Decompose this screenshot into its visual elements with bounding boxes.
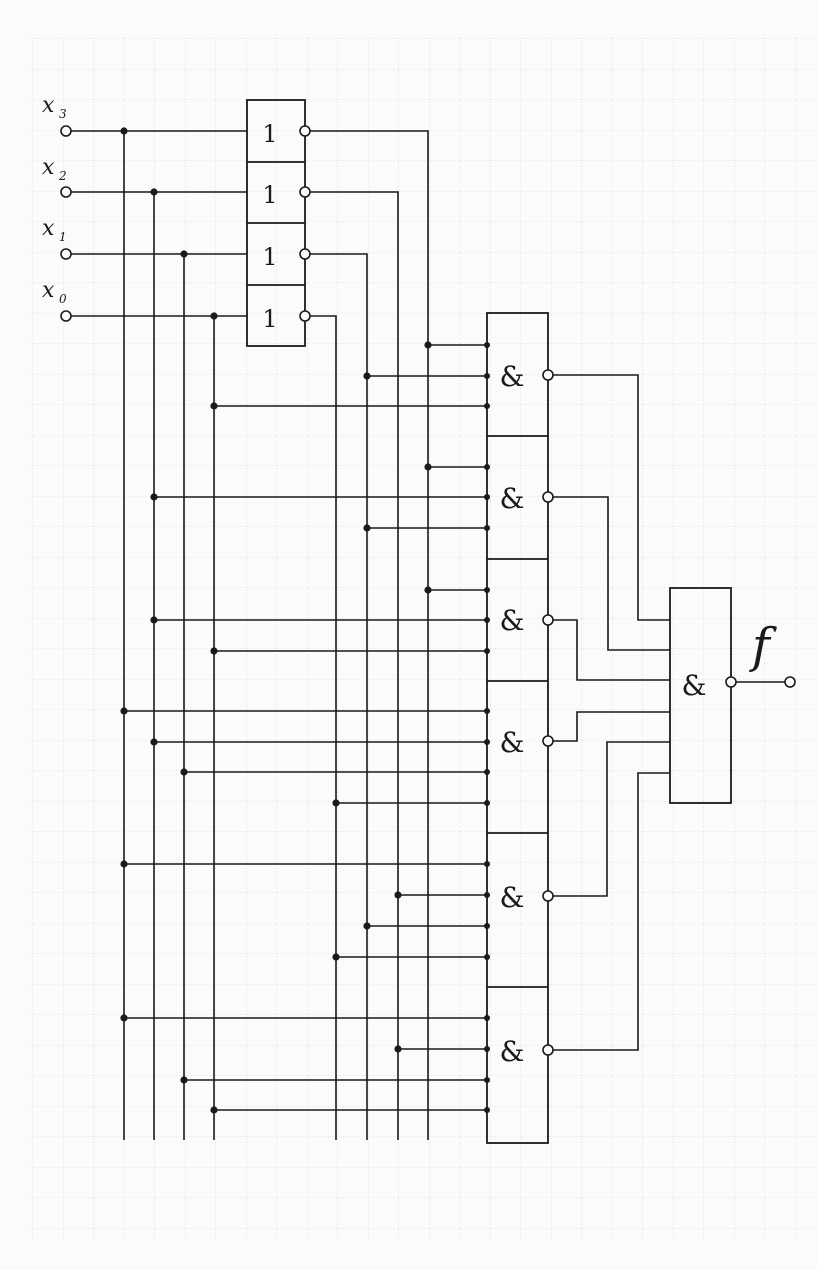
and-gate-input-wires: [124, 344, 487, 1111]
input-x2-label: x: [42, 155, 55, 180]
direct-bus-lines: [123, 131, 215, 1140]
and-gate-3-output-bubble: [542, 614, 554, 626]
inverter-x2-output-bubble: [299, 186, 311, 198]
and-gate-6-output-bubble: [542, 1044, 554, 1056]
inverter-x2-symbol: 1: [262, 181, 277, 209]
input-x0: x 0: [42, 278, 72, 322]
grid-paper: [30, 35, 817, 1240]
input-x1-label: x: [42, 216, 55, 241]
input-x1-subscript: 1: [59, 230, 67, 244]
and-gates-body: [486, 312, 549, 1144]
final-and-gate: &: [669, 587, 737, 804]
and-gate-2-output-bubble: [542, 491, 554, 503]
and-gate-2-symbol: &: [500, 482, 525, 515]
and-gate-6-symbol: &: [500, 1035, 525, 1068]
and-output-routing: [553, 374, 670, 1051]
input-x3-label: x: [42, 93, 55, 118]
and-gate-3-symbol: &: [500, 604, 525, 637]
inverter-x1-symbol: 1: [262, 243, 277, 271]
input-x0-subscript: 0: [59, 292, 67, 306]
input-wires: [71, 130, 247, 317]
junction-dots: [120, 127, 490, 1114]
inverter-x3-output-bubble: [299, 125, 311, 137]
final-and-gate-symbol: &: [682, 669, 707, 702]
input-x1-terminal: [60, 248, 72, 260]
and-gate-4-symbol: &: [500, 726, 525, 759]
and-gate-5-symbol: &: [500, 881, 525, 914]
final-and-gate-body: [669, 587, 732, 804]
input-x1: x 1: [42, 216, 72, 260]
input-x2-terminal: [60, 186, 72, 198]
and-gate-4-output-bubble: [542, 735, 554, 747]
output-f-terminal: [784, 676, 796, 688]
and-gate-column: & & & & & &: [486, 312, 554, 1144]
and-gate-1-output-bubble: [542, 369, 554, 381]
inverter-block: 1 1 1 1: [246, 99, 311, 347]
input-x3: x 3: [42, 93, 72, 137]
input-x3-terminal: [60, 125, 72, 137]
inverter-x3-symbol: 1: [262, 120, 277, 148]
input-x2-subscript: 2: [58, 169, 67, 183]
input-x2: x 2: [42, 155, 72, 198]
input-x0-label: x: [42, 278, 55, 303]
final-and-gate-output-bubble: [725, 676, 737, 688]
input-x0-terminal: [60, 310, 72, 322]
inverter-x1-output-bubble: [299, 248, 311, 260]
and-gate-5-output-bubble: [542, 890, 554, 902]
inverter-x0-symbol: 1: [262, 305, 277, 333]
input-x3-subscript: 3: [59, 107, 67, 121]
inverter-x0-output-bubble: [299, 310, 311, 322]
and-gate-1-symbol: &: [500, 360, 525, 393]
